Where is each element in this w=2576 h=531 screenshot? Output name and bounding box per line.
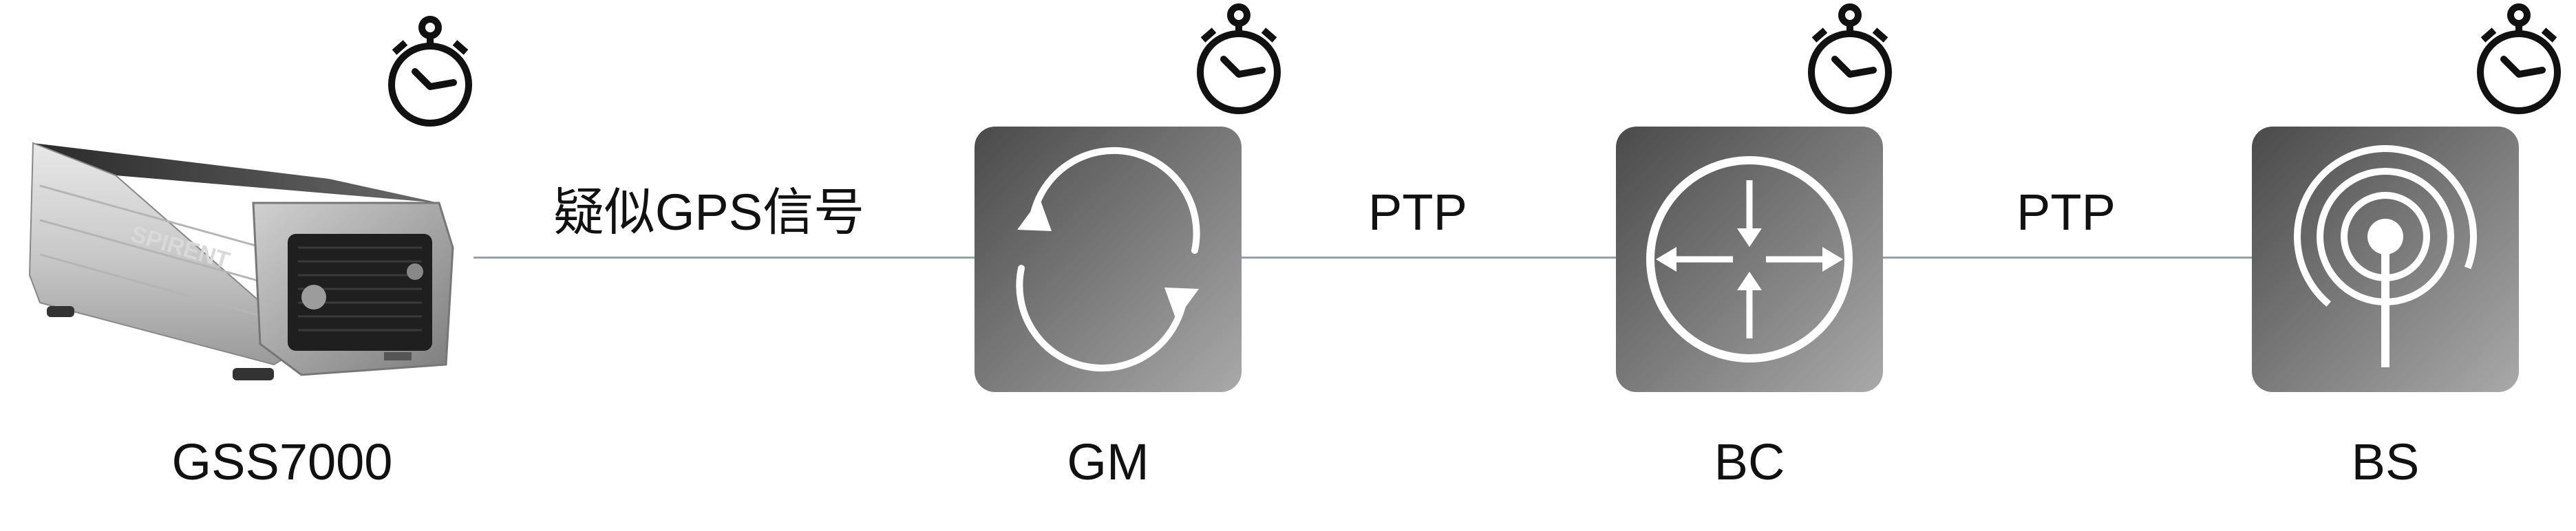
node-label-gss7000: GSS7000 [110,437,454,488]
edge-label-bc-bs: PTP [1983,187,2149,238]
gss7000-device: SPIRENT [26,138,467,385]
stopwatch-icon [2471,0,2567,117]
edge-label-gm-bc: PTP [1335,187,1500,238]
bc-node-tile [1616,127,1883,392]
stopwatch-icon [382,12,478,129]
connector-gss-gm [473,257,975,259]
gm-node-tile [975,127,1242,392]
node-label-bs: BS [2282,437,2489,488]
connector-bc-bs [1882,257,2252,259]
node-label-bc: BC [1646,437,1853,488]
stopwatch-icon [1191,0,1287,117]
stopwatch-icon [1802,0,1898,117]
node-label-gm: GM [1005,437,1211,488]
bs-node-tile [2252,127,2519,392]
connector-gm-bc [1239,257,1616,259]
edge-label-gss-gm: 疑似GPS信号 [530,187,888,238]
